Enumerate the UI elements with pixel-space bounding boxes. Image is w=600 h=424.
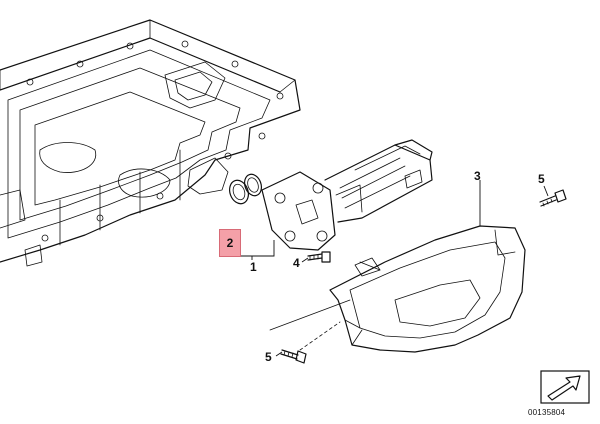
- oil-pan: [0, 19, 301, 267]
- callout-gasket-highlight[interactable]: 2: [219, 229, 241, 257]
- callout-shield[interactable]: 3: [474, 169, 481, 183]
- gasket-rings: [228, 173, 263, 205]
- diagram-id-label: 00135804: [528, 408, 566, 417]
- callout-unit[interactable]: 1: [250, 260, 257, 274]
- bolt-5-upper: [539, 189, 567, 207]
- oil-module-unit: [261, 139, 433, 251]
- callout-bolt-bottom-left[interactable]: 5: [265, 350, 272, 364]
- callout-number: 2: [226, 236, 234, 250]
- callout-bolt-lower[interactable]: 4: [293, 256, 300, 270]
- arrow-icon: [540, 370, 590, 404]
- bolt-4: [307, 251, 331, 263]
- callout-bolt-upper-right[interactable]: 5: [538, 172, 545, 186]
- heat-shield: [329, 225, 526, 353]
- bolt-5-lower: [280, 349, 307, 364]
- leader-lines: [231, 180, 549, 357]
